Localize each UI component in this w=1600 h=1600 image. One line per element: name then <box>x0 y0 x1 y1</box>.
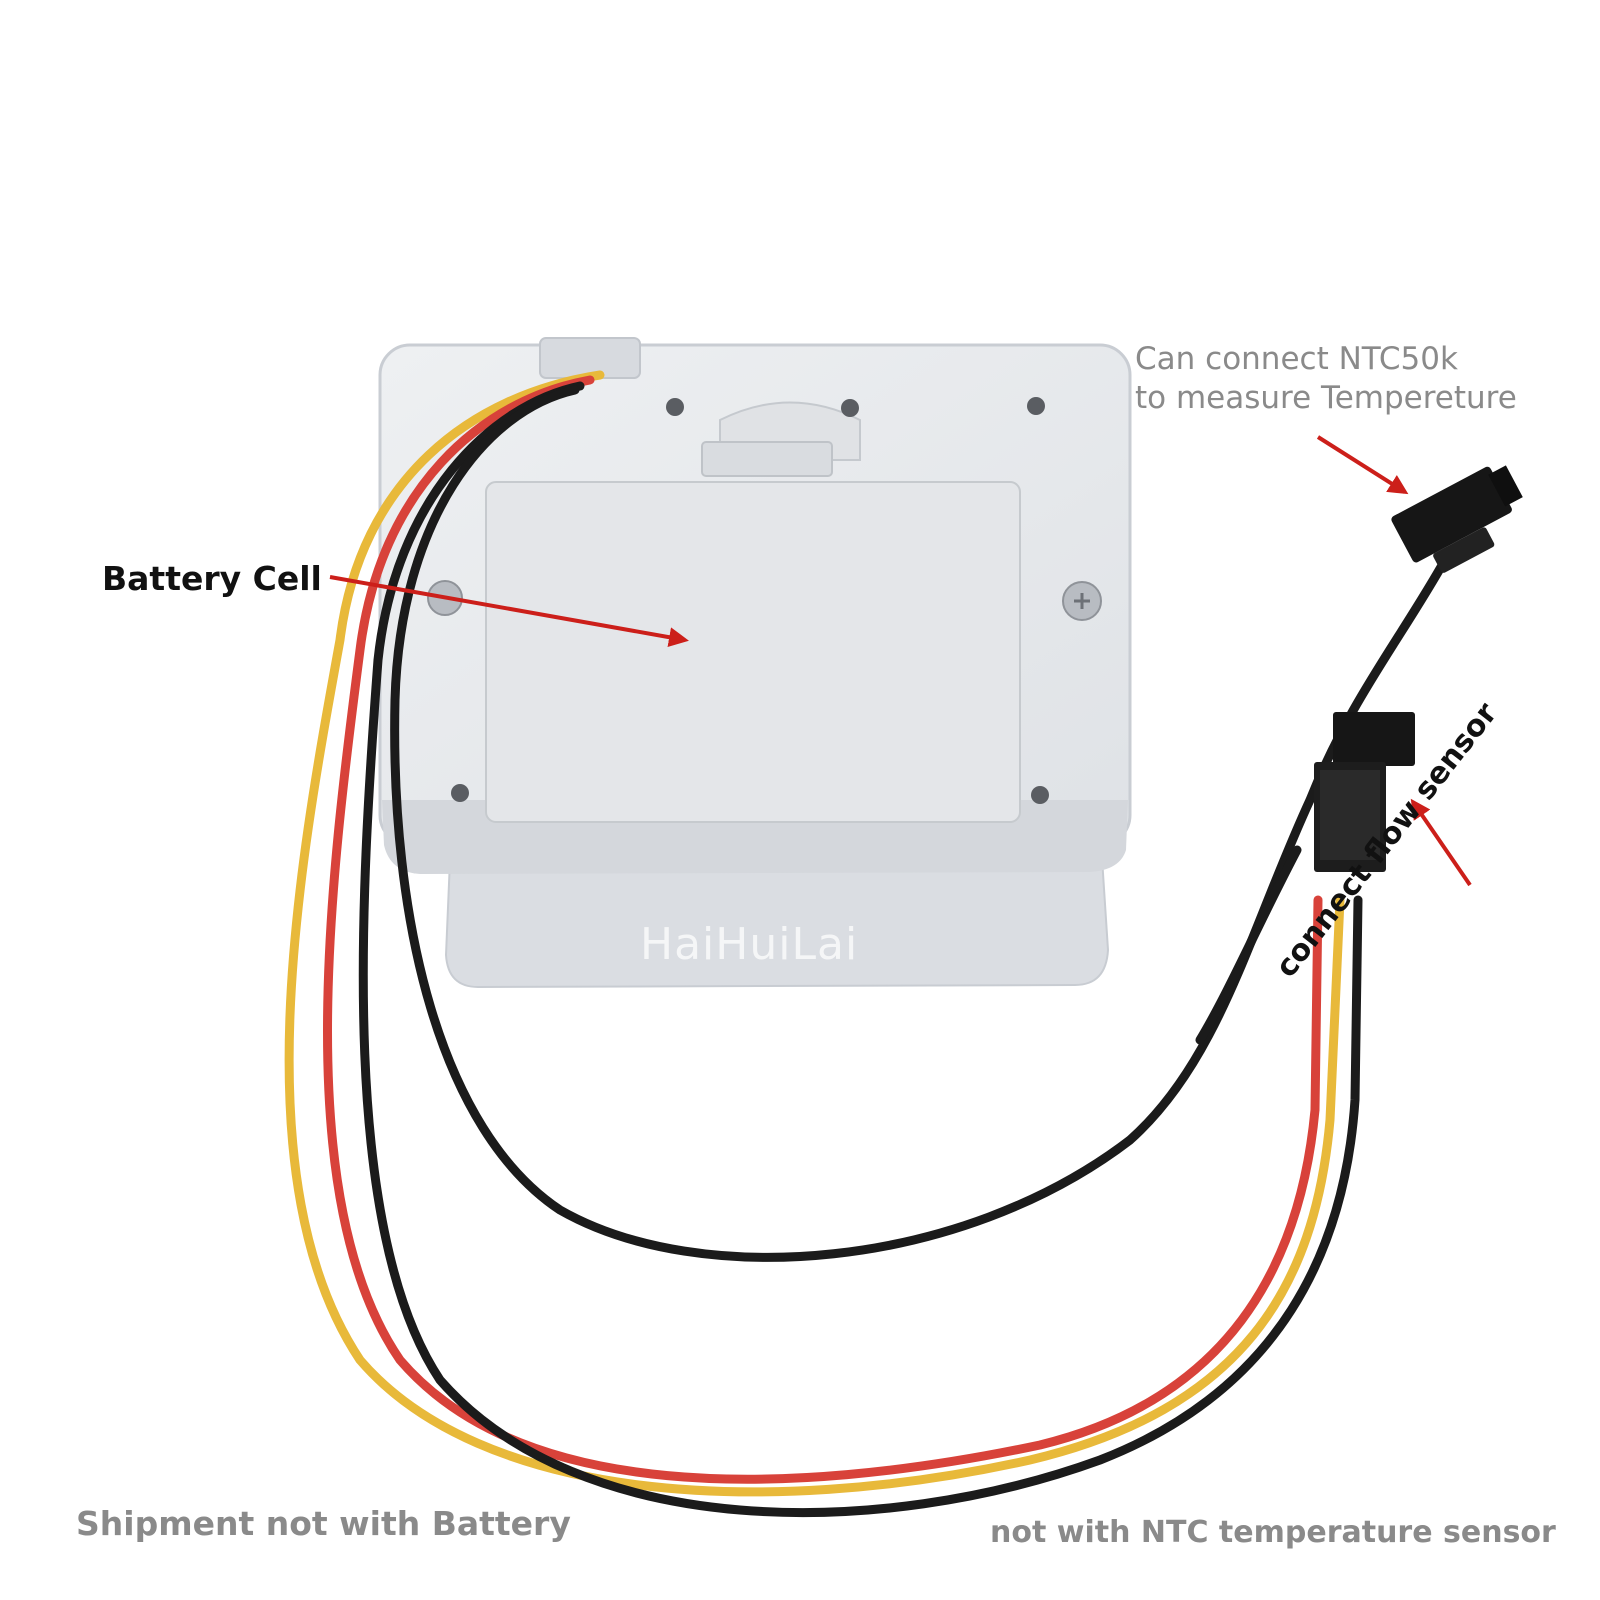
flow-sensor-arrow <box>1410 798 1472 887</box>
ntc-arrow <box>1316 435 1409 495</box>
screw-holes <box>451 397 1049 804</box>
wire-harness <box>284 370 1450 1517</box>
ntc-callout: Can connect NTC50k to measure Temperetur… <box>1135 340 1517 418</box>
battery-cell-label: Battery Cell <box>102 559 322 598</box>
flow-sensor-connector <box>1314 712 1415 872</box>
ntc-connector <box>1391 465 1523 573</box>
ntc-callout-line-1: Can connect NTC50k <box>1135 341 1458 377</box>
battery-compartment-cover <box>485 481 1021 823</box>
battery-cell-arrow <box>329 575 689 648</box>
ntc-sensor-note: not with NTC temperature sensor <box>990 1515 1556 1550</box>
battery-latch <box>701 401 861 477</box>
shipment-note: Shipment not with Battery <box>76 1504 571 1543</box>
ntc-callout-line-2: to measure Tempereture <box>1135 379 1517 416</box>
watermark-text: HaiHuiLai <box>640 919 859 970</box>
